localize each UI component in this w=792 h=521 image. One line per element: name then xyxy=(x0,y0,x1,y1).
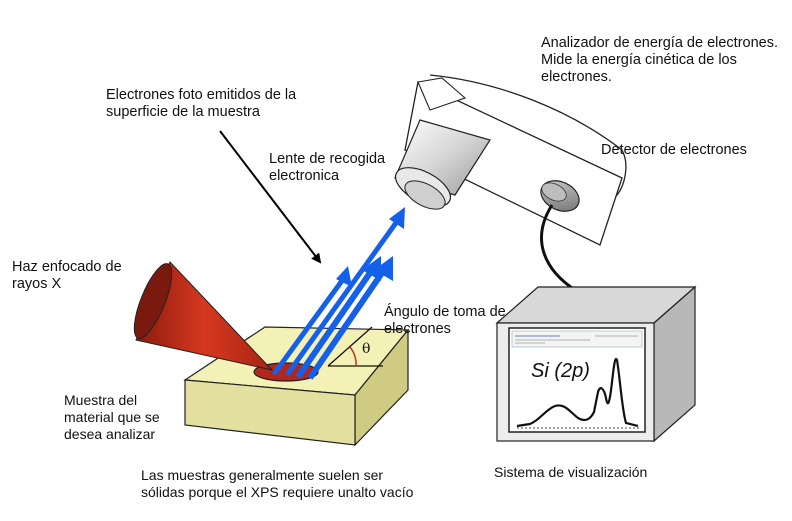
electron-arrows xyxy=(271,207,405,380)
photoelectron-pointer-arrow xyxy=(219,130,322,264)
takeoff-angle-label: Ángulo de toma de electrones xyxy=(384,304,506,337)
detector-label: Detector de electrones xyxy=(601,142,747,158)
display-monitor-icon xyxy=(495,285,697,443)
xray-beam-label: Haz enfocado de rayos X xyxy=(12,259,122,292)
collection-lens-icon xyxy=(394,119,491,210)
xray-beam-icon xyxy=(133,261,274,371)
lens-label: Lente de recogida electronica xyxy=(269,151,386,184)
photoelectrons-label: Electrones foto emitidos de la superfici… xyxy=(106,87,297,120)
spectrum-curve xyxy=(516,357,639,428)
theta-symbol: θ xyxy=(362,341,371,357)
sample-label: Muestra del material que se desea analiz… xyxy=(64,392,160,442)
analyzer-label: Analizador de energía de electrones. Mid… xyxy=(541,35,778,85)
takeoff-angle-icon xyxy=(327,326,383,367)
detector-icon xyxy=(540,180,580,212)
spectrum-title: Si (2p) xyxy=(531,360,590,382)
display-system-label: Sistema de visualización xyxy=(494,464,648,480)
sample-note-label: Las muestras generalmente suelen ser sól… xyxy=(141,467,414,500)
